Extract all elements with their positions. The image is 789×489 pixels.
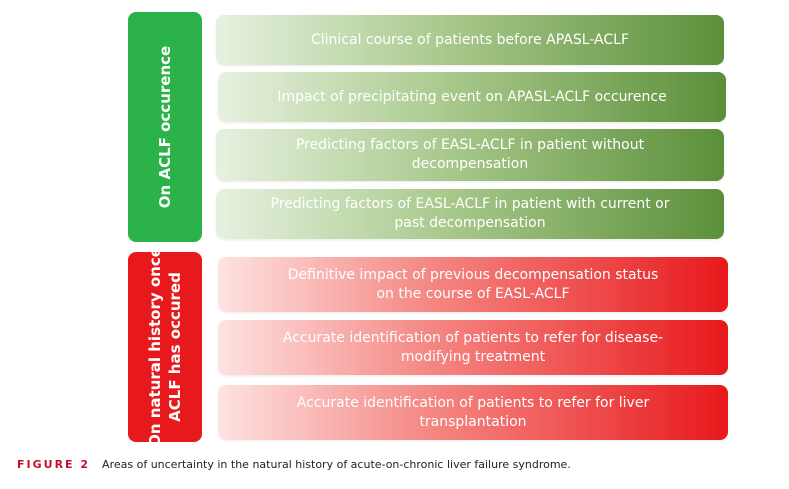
side-label-aclf-occurrence: On ACLF occurence [128,12,202,242]
red-box-3: Accurate identification of patients to r… [218,385,728,440]
green-box-4-line2: past decompensation [394,215,546,231]
red-box-1-line2: on the course of EASL-ACLF [376,285,570,302]
red-box-3-line1: Accurate identification of patients to r… [296,394,650,411]
green-box-4: Predicting factors of EASL-ACLF in patie… [216,189,724,239]
red-box-2-line2: modifying treatment [400,348,546,365]
figure-caption: FIGURE 2 Areas of uncertainty in the natu… [17,458,571,471]
red-box-1: Definitive impact of previous decompensa… [218,257,728,312]
red-box-1-line1: Definitive impact of previous decompensa… [287,266,659,283]
figure-label: FIGURE 2 [17,458,91,471]
green-box-4-line1: Predicting factors of EASL-ACLF in patie… [270,196,670,212]
green-box-1: Clinical course of patients before APASL… [216,15,724,65]
caption-text: Areas of uncertainty in the natural hist… [102,458,571,471]
side-label-top-text: On ACLF occurence [156,45,175,209]
side-label-bottom-line1: On natural history once [146,252,165,442]
side-label-bottom-line2: ACLF has occured [166,272,185,422]
green-box-2: Impact of precipitating event on APASL-A… [218,72,726,122]
green-box-3-line1: Predicting factors of EASL-ACLF in patie… [295,137,645,153]
green-box-3-line2: decompensation [411,156,529,172]
green-box-1-text: Clinical course of patients before APASL… [310,31,630,48]
green-box-3: Predicting factors of EASL-ACLF in patie… [216,129,724,181]
red-box-2: Accurate identification of patients to r… [218,320,728,375]
side-label-natural-history: On natural history once ACLF has occured [128,252,202,442]
red-box-3-line2: transplantation [419,413,527,430]
red-box-2-line1: Accurate identification of patients to r… [282,329,664,346]
green-box-2-text: Impact of precipitating event on APASL-A… [277,88,667,105]
